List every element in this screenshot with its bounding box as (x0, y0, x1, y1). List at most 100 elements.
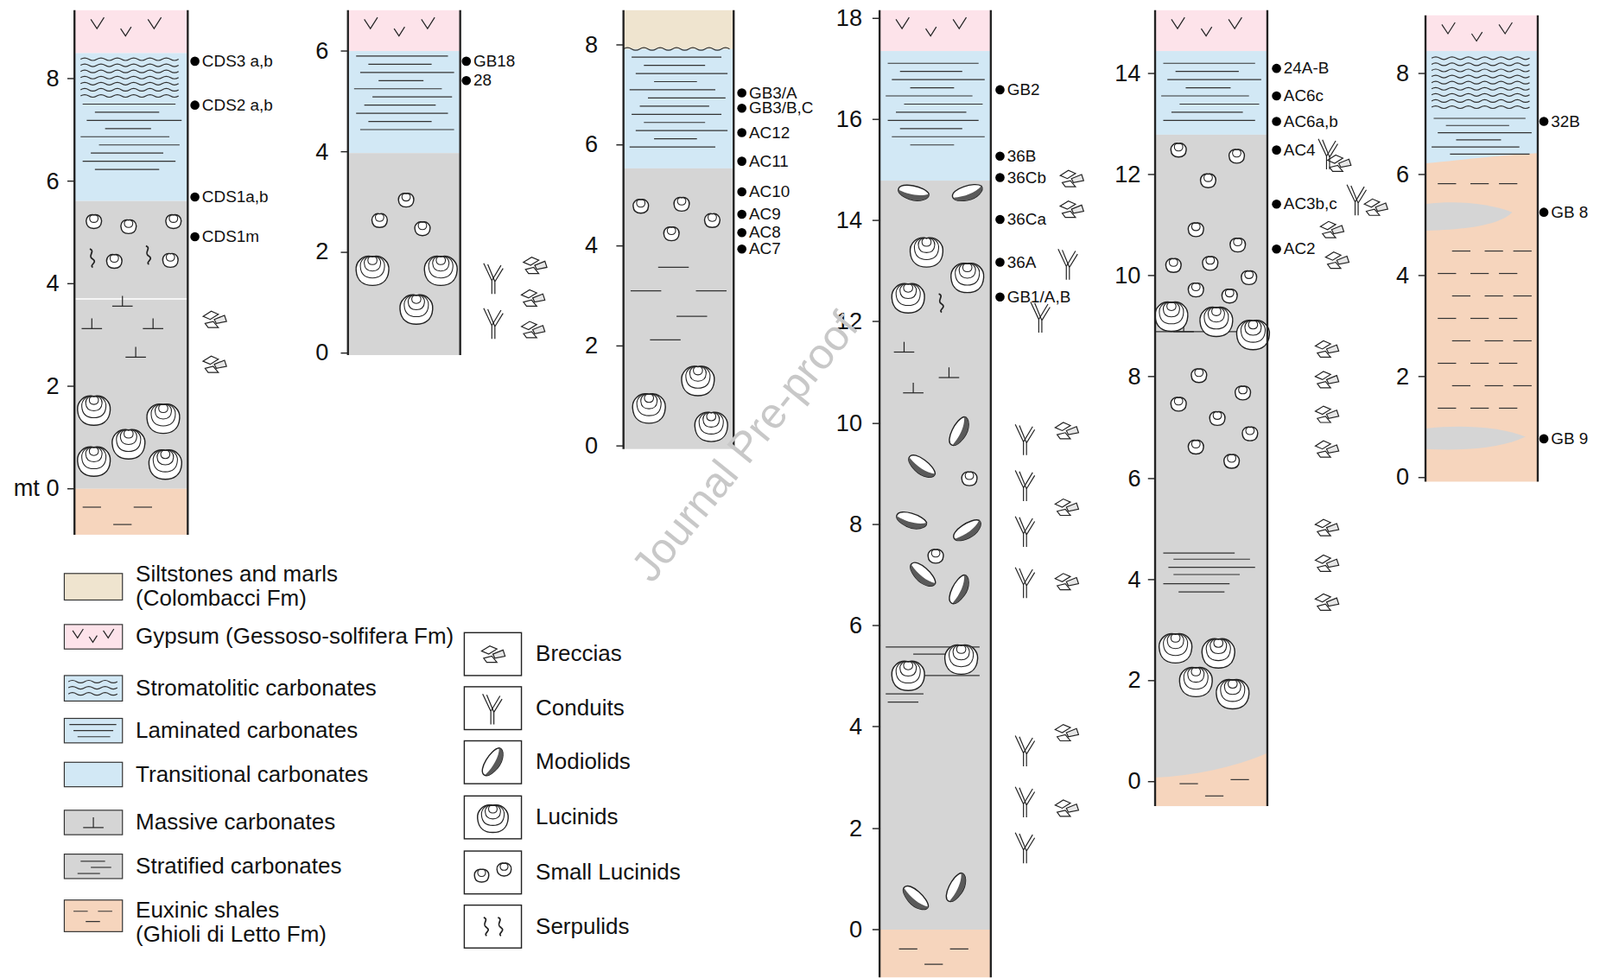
growth-line (689, 366, 706, 381)
lamina-line (910, 144, 955, 146)
column-border (1154, 10, 1156, 807)
gypsum-mark (120, 26, 132, 36)
sample-dot (461, 76, 471, 86)
strata-dash (1437, 273, 1456, 274)
lamina-line (355, 55, 448, 57)
stromatolite-lamina (80, 69, 178, 73)
legend-symbol-box (463, 795, 521, 839)
shell-outline (106, 254, 122, 269)
conduit-line (488, 264, 504, 294)
column-border (1424, 15, 1427, 483)
axis-tick (1148, 274, 1156, 276)
clast (523, 299, 537, 306)
clast (1057, 432, 1071, 439)
stromatolite-lamina (80, 76, 178, 79)
sample-label: CDS2 a,b (202, 95, 274, 115)
growth-line (485, 805, 502, 820)
shell-outline (1216, 679, 1250, 710)
lamina-line (900, 70, 963, 72)
gypsum-mark (895, 17, 909, 29)
axis-tick (67, 180, 75, 182)
small-lucinid-shell (1224, 454, 1240, 469)
growth-line (360, 256, 385, 279)
conduit-symbol (1015, 516, 1035, 547)
shell-shade (952, 520, 985, 545)
rock-layer (1155, 753, 1268, 807)
axes (67, 10, 1549, 978)
axis-tick (872, 725, 880, 727)
clast (1326, 410, 1339, 419)
sample-dot (995, 215, 1005, 225)
sample-dot (1271, 199, 1282, 210)
axis-tick-label: 14 (836, 207, 863, 234)
axis-tick (340, 352, 348, 354)
axis-tick-label: 6 (1127, 465, 1141, 492)
shell-outline (633, 199, 649, 214)
shell-outline (477, 805, 509, 833)
strata-dash (1498, 362, 1518, 364)
growth-line (1240, 320, 1265, 343)
strata-dash (1485, 250, 1504, 252)
lamina-line (1167, 79, 1262, 81)
lucinid-shell (355, 255, 389, 286)
conduit-line (1351, 185, 1367, 216)
growth-line (1159, 302, 1184, 324)
sample-dot (736, 209, 747, 220)
small-lucinid-shell (961, 471, 978, 486)
clast (1066, 502, 1079, 511)
gypsum-mark (393, 26, 405, 36)
strata-dash (1452, 295, 1471, 297)
legend-symbol-box (463, 632, 521, 676)
conduit-line (1062, 249, 1079, 280)
breccia-symbol (1314, 555, 1339, 572)
small-lucinid-shell (1235, 386, 1251, 400)
column-border (878, 10, 881, 978)
shell-outline (1170, 143, 1187, 158)
lamina-line (360, 128, 455, 130)
shell-outline (1235, 386, 1251, 400)
sample-dot (190, 192, 200, 203)
lucinid-shell (909, 237, 943, 267)
massive-stem (134, 347, 136, 358)
gypsum-mark (926, 26, 937, 36)
serpulid-symbol (146, 246, 151, 265)
breccia-symbol (1314, 340, 1339, 357)
lucinid-shell (945, 644, 978, 674)
growth-line (1191, 667, 1201, 677)
sample-dot (736, 127, 747, 138)
axis-tick-label: 6 (45, 168, 59, 195)
legend-label: Small Lucinids (535, 860, 681, 886)
axis-tick-label: 4 (1127, 566, 1141, 593)
lamina-line (1162, 63, 1255, 64)
sample-label: 36Cb (1007, 168, 1047, 187)
lamina-line (82, 103, 176, 105)
massive-stem (903, 342, 905, 353)
strata-dash (1485, 385, 1504, 387)
breccia-symbol (1060, 170, 1084, 187)
growth-line (708, 213, 718, 222)
shell-outline (906, 558, 939, 591)
shell-outline (942, 870, 971, 905)
shell-shade (482, 747, 508, 778)
sample-dot (190, 57, 200, 67)
shell-outline (681, 366, 715, 396)
growth-line (641, 393, 658, 409)
conduit-symbol (1058, 248, 1078, 280)
shell-outline (894, 508, 928, 534)
clast (533, 325, 546, 334)
shell-outline (162, 253, 178, 267)
lamina-line (1185, 87, 1231, 89)
clast (1066, 804, 1079, 813)
growth-line (124, 220, 134, 229)
stromatolite-lamina (1431, 57, 1530, 60)
growth-line (1174, 397, 1183, 406)
massive-symbol (125, 347, 147, 358)
strata-dash (1205, 795, 1224, 797)
small-lucinid-shell (496, 863, 512, 877)
axis-tick (1418, 173, 1426, 175)
axis-tick (340, 251, 348, 253)
growth-line (1244, 271, 1254, 280)
shell-outline (1221, 289, 1238, 304)
conduit-line (1015, 469, 1033, 501)
column-border (1266, 10, 1269, 807)
